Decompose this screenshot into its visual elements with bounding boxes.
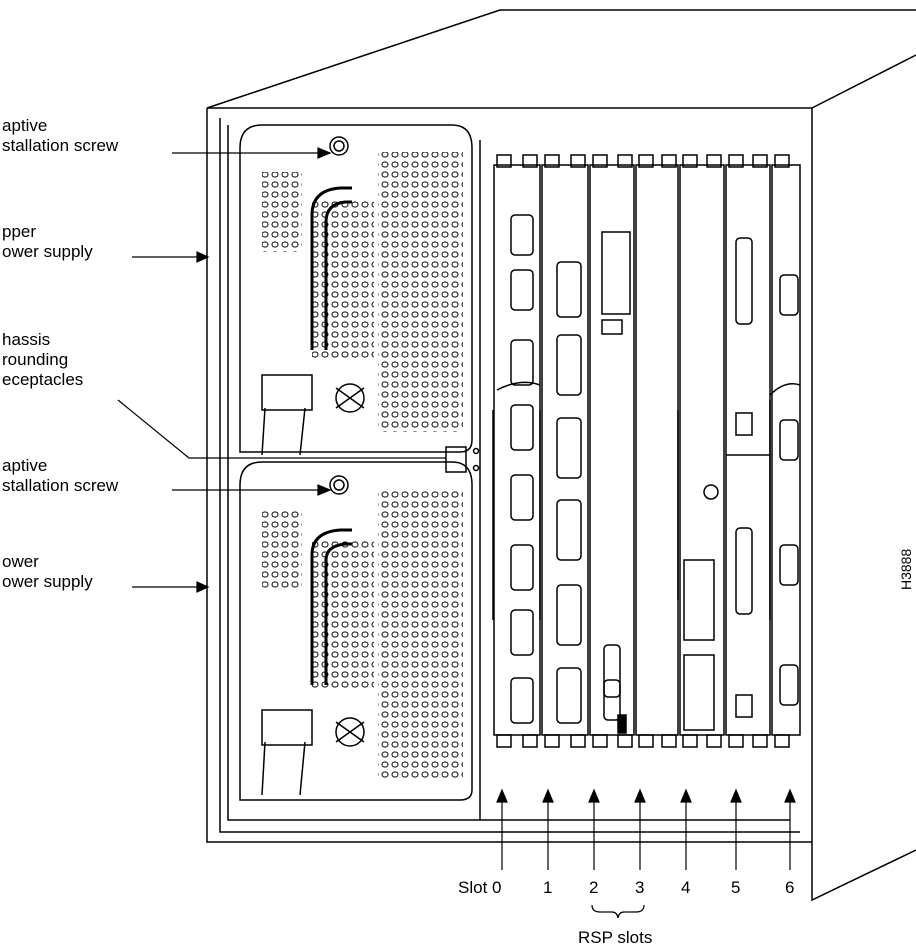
card-slot-4 <box>677 154 725 748</box>
lower-power-supply <box>239 461 473 801</box>
label-lower-screw: aptive stallation screw <box>2 456 119 495</box>
grounding-receptacles <box>445 446 480 473</box>
rsp-slots-label: RSP slots <box>578 928 653 947</box>
slot-label-1: 1 <box>543 878 553 897</box>
card-slot-5 <box>725 154 771 748</box>
card-slot-1 <box>539 154 589 748</box>
card-slot-3 <box>635 154 679 748</box>
label-lower-supply: ower ower supply <box>2 552 93 591</box>
card-slot-6 <box>769 154 801 748</box>
figure-id: H3888 <box>898 548 914 590</box>
slot-label-4: 4 <box>681 878 691 897</box>
slot-label-2: 2 <box>589 878 599 897</box>
chassis-outline <box>206 9 916 902</box>
label-grounding: hassis rounding eceptacles <box>2 330 84 389</box>
slot-label-3: 3 <box>635 878 645 897</box>
callout-arrows <box>117 147 446 593</box>
card-slot-2-rsp <box>589 154 635 748</box>
upper-power-supply <box>239 124 473 456</box>
label-upper-screw: aptive stallation screw <box>2 116 119 155</box>
slot-label-5: 5 <box>731 878 741 897</box>
slot-arrows <box>496 788 796 870</box>
rsp-brace <box>591 904 645 919</box>
slot-label-6: 6 <box>785 878 795 897</box>
card-slot-0 <box>492 154 541 748</box>
slot-label-0: Slot 0 <box>458 878 502 897</box>
label-upper-supply: pper ower supply <box>2 222 93 261</box>
